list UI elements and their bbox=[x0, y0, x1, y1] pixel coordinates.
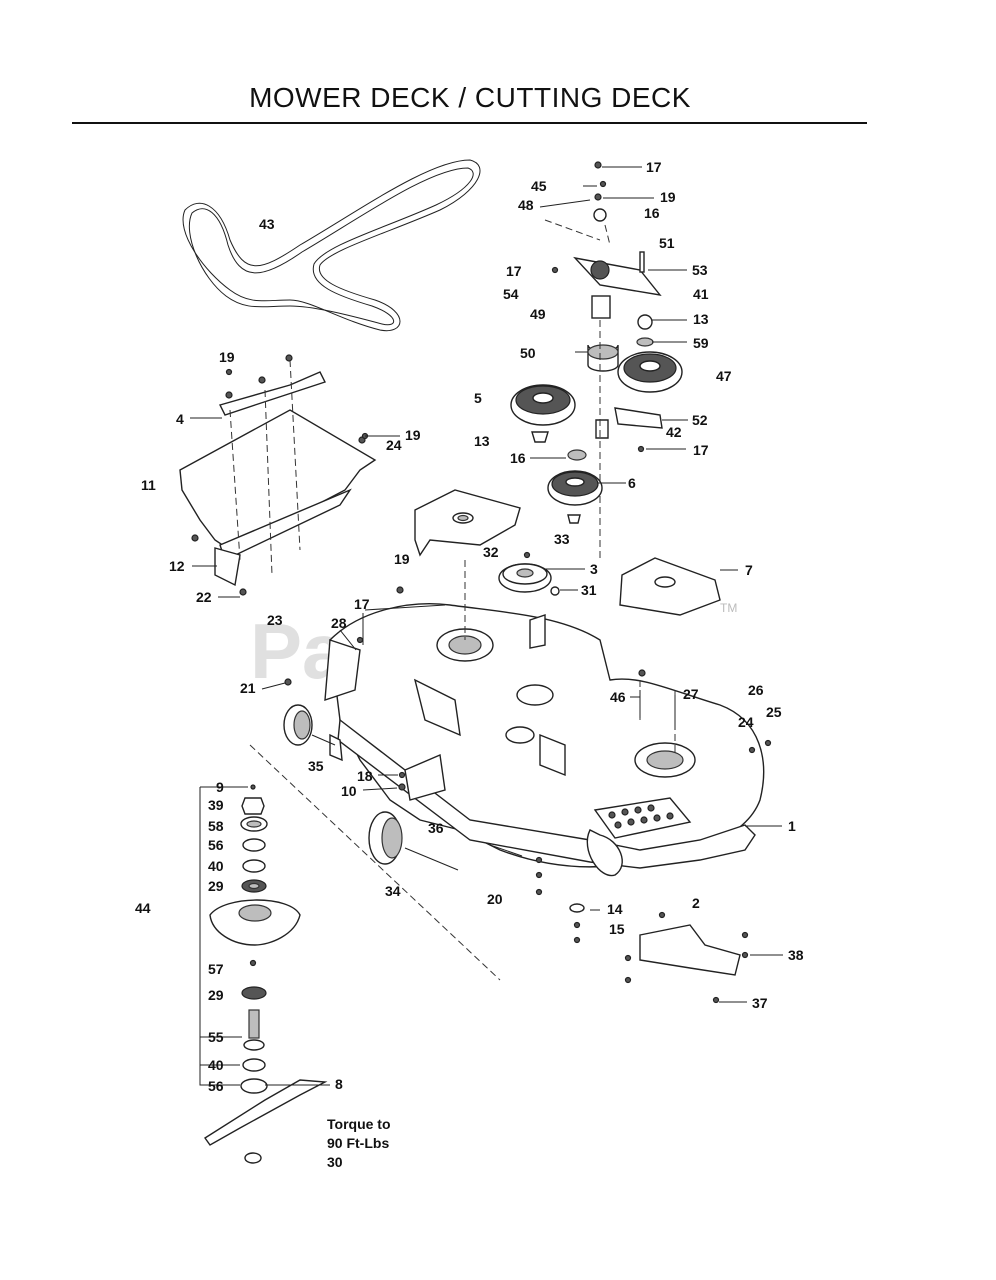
callout-33: 33 bbox=[554, 531, 570, 547]
callout-10: 10 bbox=[341, 783, 357, 799]
callout-15: 15 bbox=[609, 921, 625, 937]
pulley-cover-19 bbox=[414, 489, 521, 557]
callout-23: 23 bbox=[267, 612, 283, 628]
callout-56a: 56 bbox=[208, 837, 224, 853]
torque-note-line3: 30 bbox=[327, 1154, 343, 1170]
callout-55: 55 bbox=[208, 1029, 224, 1045]
mower-deck-shell bbox=[249, 560, 765, 981]
callout-54: 54 bbox=[503, 286, 519, 302]
gauge-wheel-35 bbox=[283, 704, 336, 746]
callout-59: 59 bbox=[693, 335, 709, 351]
callout-5: 5 bbox=[474, 390, 482, 406]
spindle-assembly bbox=[199, 784, 328, 1164]
callout-8: 8 bbox=[335, 1076, 343, 1092]
callout-35: 35 bbox=[308, 758, 324, 774]
callout-29a: 29 bbox=[208, 878, 224, 894]
callout-12: 12 bbox=[169, 558, 185, 574]
callout-labels: 1 2 3 4 5 6 7 8 9 10 11 12 13 13 14 15 1… bbox=[135, 159, 804, 1094]
callout-49: 49 bbox=[530, 306, 546, 322]
callout-36: 36 bbox=[428, 820, 444, 836]
callout-43: 43 bbox=[259, 216, 275, 232]
callout-58: 58 bbox=[208, 818, 224, 834]
callout-11: 11 bbox=[141, 477, 156, 493]
callout-19a: 19 bbox=[660, 189, 676, 205]
callout-19d: 19 bbox=[394, 551, 410, 567]
callout-29b: 29 bbox=[208, 987, 224, 1003]
callout-17c: 17 bbox=[693, 442, 709, 458]
callout-38: 38 bbox=[788, 947, 804, 963]
callout-32: 32 bbox=[483, 544, 499, 560]
torque-note-line2: 90 Ft-Lbs bbox=[327, 1135, 389, 1151]
callout-41: 41 bbox=[693, 286, 709, 302]
pulley-3 bbox=[498, 551, 560, 596]
pulley-cover-7 bbox=[619, 557, 721, 616]
callout-44: 44 bbox=[135, 900, 151, 916]
callout-1: 1 bbox=[788, 818, 796, 834]
callout-45: 45 bbox=[531, 178, 547, 194]
callout-25: 25 bbox=[766, 704, 782, 720]
callout-3: 3 bbox=[590, 561, 598, 577]
callout-22: 22 bbox=[196, 589, 212, 605]
callout-16b: 16 bbox=[510, 450, 526, 466]
torque-note: Torque to 90 Ft-Lbs 30 bbox=[327, 1116, 391, 1170]
callout-37: 37 bbox=[752, 995, 768, 1011]
callout-51: 51 bbox=[659, 235, 675, 251]
page-title: MOWER DECK / CUTTING DECK bbox=[249, 82, 691, 113]
callout-52: 52 bbox=[692, 412, 708, 428]
callout-31: 31 bbox=[581, 582, 597, 598]
anti-scalp-bracket bbox=[624, 911, 749, 1004]
callout-26: 26 bbox=[748, 682, 764, 698]
callout-9: 9 bbox=[216, 779, 224, 795]
callout-2: 2 bbox=[692, 895, 700, 911]
callout-28: 28 bbox=[331, 615, 347, 631]
callout-34: 34 bbox=[385, 883, 401, 899]
title-rule bbox=[72, 122, 867, 124]
callout-50: 50 bbox=[520, 345, 536, 361]
callout-40b: 40 bbox=[208, 1057, 224, 1073]
callout-13b: 13 bbox=[474, 433, 490, 449]
belt-shield-assembly bbox=[179, 354, 404, 596]
callout-40a: 40 bbox=[208, 858, 224, 874]
callout-48: 48 bbox=[518, 197, 534, 213]
misc-hardware bbox=[225, 180, 772, 791]
callout-7: 7 bbox=[745, 562, 753, 578]
callout-17d: 17 bbox=[354, 596, 370, 612]
callout-6: 6 bbox=[628, 475, 636, 491]
callout-18: 18 bbox=[357, 768, 373, 784]
callout-53: 53 bbox=[692, 262, 708, 278]
torque-note-line1: Torque to bbox=[327, 1116, 391, 1132]
hardware-14-15 bbox=[535, 856, 585, 944]
callout-24a: 24 bbox=[386, 437, 402, 453]
callout-14: 14 bbox=[607, 901, 623, 917]
callout-56b: 56 bbox=[208, 1078, 224, 1094]
leader-lines bbox=[190, 166, 783, 1086]
callout-16a: 16 bbox=[644, 205, 660, 221]
callout-4: 4 bbox=[176, 411, 184, 427]
deck-vent-holes bbox=[608, 804, 674, 829]
callout-42: 42 bbox=[666, 424, 682, 440]
callout-47: 47 bbox=[716, 368, 732, 384]
callout-57: 57 bbox=[208, 961, 224, 977]
callout-39: 39 bbox=[208, 797, 224, 813]
callout-17b: 17 bbox=[506, 263, 522, 279]
belt-part bbox=[182, 159, 481, 332]
callout-21: 21 bbox=[240, 680, 256, 696]
callout-19b: 19 bbox=[219, 349, 235, 365]
watermark-tm: TM bbox=[720, 601, 737, 615]
callout-19c: 19 bbox=[405, 427, 421, 443]
callout-17a: 17 bbox=[646, 159, 662, 175]
pulley-5 bbox=[510, 384, 576, 443]
callout-46: 46 bbox=[610, 689, 626, 705]
callout-20: 20 bbox=[487, 891, 503, 907]
callout-24b: 24 bbox=[738, 714, 754, 730]
gauge-wheel-34 bbox=[368, 811, 523, 871]
callout-13a: 13 bbox=[693, 311, 709, 327]
idler-arm-assembly bbox=[544, 161, 683, 560]
callout-27: 27 bbox=[683, 686, 699, 702]
pulley-6 bbox=[547, 449, 603, 524]
